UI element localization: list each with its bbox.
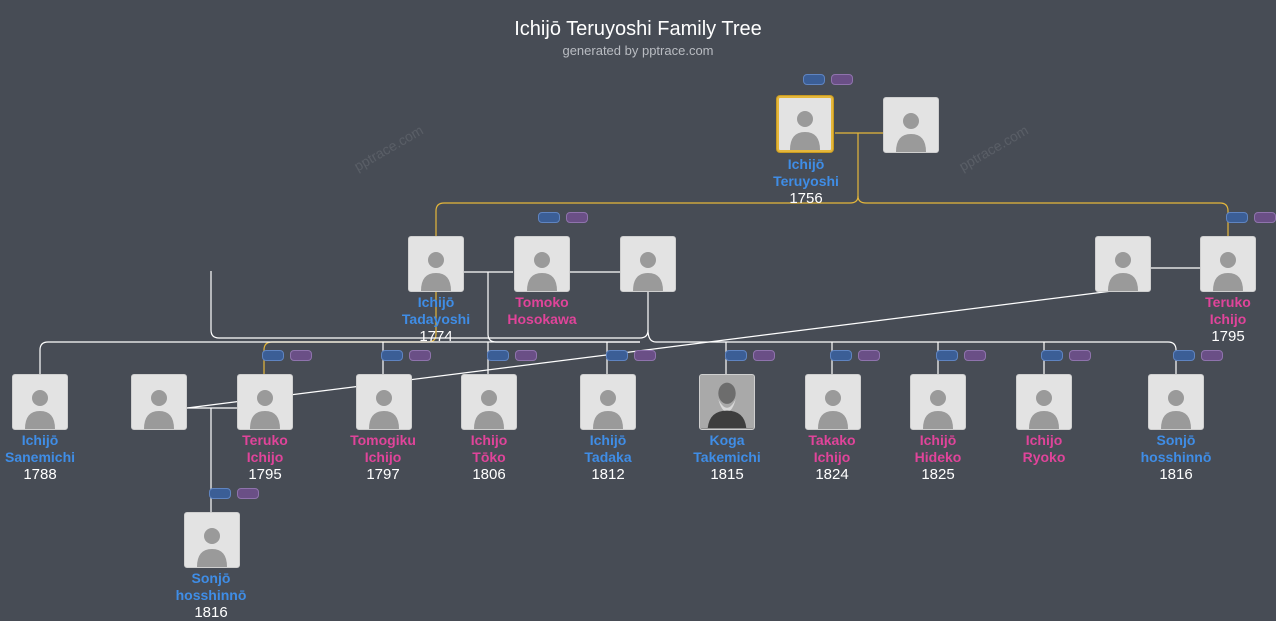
person-card-tadayoshi[interactable] [408, 236, 464, 292]
person-card-spouse[interactable] [1095, 236, 1151, 292]
toggle-descendants-button[interactable] [964, 350, 986, 361]
person-card-teruko-child[interactable] [237, 374, 293, 430]
person-card-hideko[interactable] [910, 374, 966, 430]
toggle-descendants-button[interactable] [1069, 350, 1091, 361]
toggle-ancestors-button[interactable] [1226, 212, 1248, 223]
toggle-ancestors-button[interactable] [1173, 350, 1195, 361]
person-silhouette-icon [818, 390, 848, 429]
person-card-koga[interactable] [699, 374, 755, 430]
toggle-descendants-button[interactable] [1254, 212, 1276, 223]
page-title: Ichijō Teruyoshi Family Tree [514, 18, 762, 40]
page-subtitle: generated by pptrace.com [562, 43, 714, 58]
toggle-descendants-button[interactable] [858, 350, 880, 361]
toggle-descendants-button[interactable] [515, 350, 537, 361]
person-card-sonjo[interactable] [1148, 374, 1204, 430]
person-silhouette-icon [1108, 252, 1138, 291]
person-silhouette-icon [527, 252, 557, 291]
toggle-descendants-button[interactable] [290, 350, 312, 361]
toggle-ancestors-button[interactable] [487, 350, 509, 361]
toggle-ancestors-button[interactable] [803, 74, 825, 85]
person-card-tomoko[interactable] [514, 236, 570, 292]
person-silhouette-icon [1029, 390, 1059, 429]
toggle-descendants-button[interactable] [409, 350, 431, 361]
parent-link [39, 341, 640, 374]
cross-link [186, 289, 1121, 409]
toggle-descendants-button[interactable] [634, 350, 656, 361]
portrait-photo-icon [700, 375, 754, 428]
toggle-descendants-button[interactable] [237, 488, 259, 499]
person-card-teruyoshi[interactable] [777, 96, 833, 152]
person-card-spouse[interactable] [620, 236, 676, 292]
toggle-ancestors-button[interactable] [381, 350, 403, 361]
toggle-ancestors-button[interactable] [830, 350, 852, 361]
parent-link [435, 133, 859, 236]
person-card-sonjo-bottom[interactable] [184, 512, 240, 568]
person-silhouette-icon [593, 390, 623, 429]
toggle-ancestors-button[interactable] [538, 212, 560, 223]
person-card-ryoko[interactable] [1016, 374, 1072, 430]
person-silhouette-icon [144, 390, 174, 429]
person-silhouette-icon [633, 252, 663, 291]
toggle-descendants-button[interactable] [831, 74, 853, 85]
person-silhouette-icon [923, 390, 953, 429]
parent-link [210, 271, 649, 339]
parent-link [857, 195, 1229, 236]
person-silhouette-icon [369, 390, 399, 429]
person-silhouette-icon [25, 390, 55, 429]
person-card-teruko[interactable] [1200, 236, 1256, 292]
toggle-ancestors-button[interactable] [262, 350, 284, 361]
toggle-descendants-button[interactable] [1201, 350, 1223, 361]
toggle-ancestors-button[interactable] [606, 350, 628, 361]
toggle-descendants-button[interactable] [753, 350, 775, 361]
person-silhouette-icon [790, 111, 820, 150]
toggle-ancestors-button[interactable] [209, 488, 231, 499]
toggle-ancestors-button[interactable] [725, 350, 747, 361]
toggle-ancestors-button[interactable] [936, 350, 958, 361]
person-silhouette-icon [250, 390, 280, 429]
person-card-sanemichi[interactable] [12, 374, 68, 430]
person-card-toko[interactable] [461, 374, 517, 430]
person-silhouette-icon [1161, 390, 1191, 429]
person-silhouette-icon [474, 390, 504, 429]
person-card-takako[interactable] [805, 374, 861, 430]
person-card-spouse[interactable] [131, 374, 187, 430]
toggle-ancestors-button[interactable] [1041, 350, 1063, 361]
toggle-descendants-button[interactable] [566, 212, 588, 223]
person-card-tomogiku[interactable] [356, 374, 412, 430]
person-card-spouse[interactable] [883, 97, 939, 153]
person-card-tadaka[interactable] [580, 374, 636, 430]
person-silhouette-icon [421, 252, 451, 291]
person-silhouette-icon [896, 113, 926, 152]
person-silhouette-icon [1213, 252, 1243, 291]
parent-link [647, 329, 1177, 374]
person-silhouette-icon [197, 528, 227, 567]
